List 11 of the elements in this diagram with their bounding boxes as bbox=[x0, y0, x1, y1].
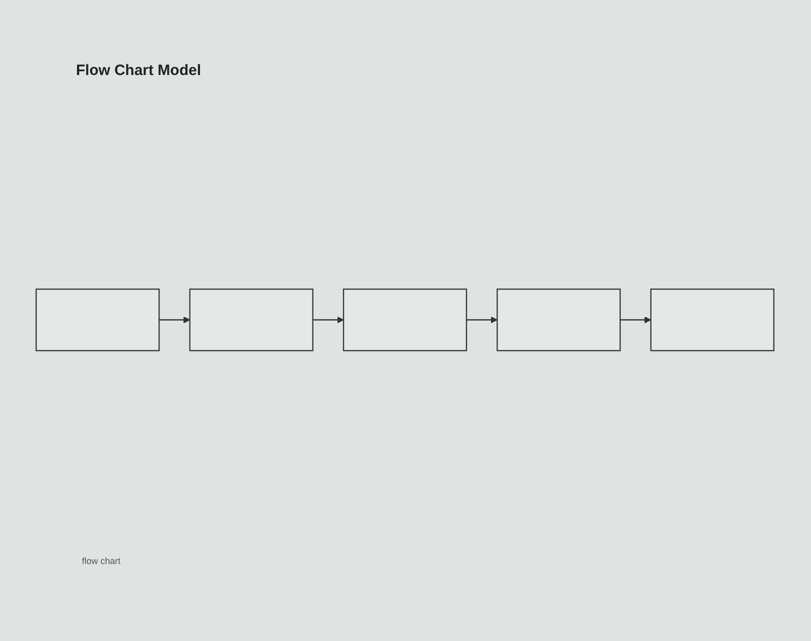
arrow bbox=[466, 316, 498, 324]
arrow bbox=[620, 316, 652, 324]
arrow bbox=[312, 316, 344, 324]
node-box bbox=[496, 288, 621, 352]
caption: flow chart bbox=[82, 556, 121, 566]
node-box bbox=[36, 288, 160, 352]
node-box bbox=[189, 288, 314, 352]
node-box bbox=[342, 288, 468, 352]
node-box bbox=[650, 288, 774, 352]
diagram-title: Flow Chart Model bbox=[76, 62, 201, 79]
arrow bbox=[159, 316, 190, 324]
